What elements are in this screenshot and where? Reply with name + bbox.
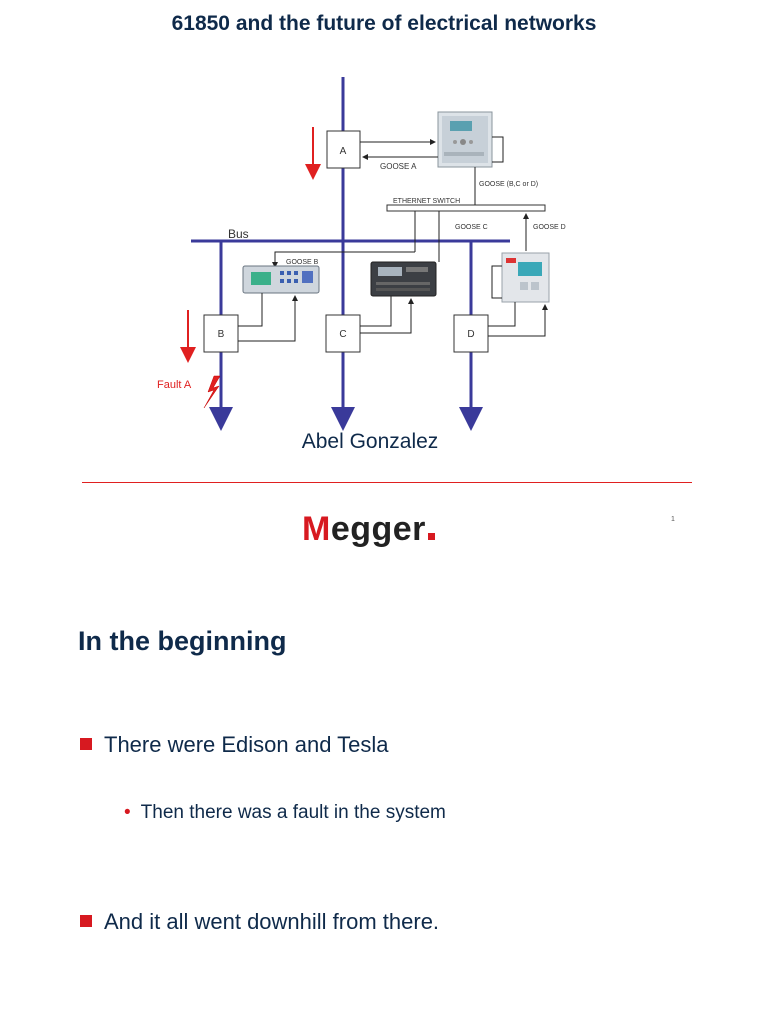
goose-bcd-label: GOOSE (B,C or D): [479, 181, 538, 188]
goose-c-label: GOOSE C: [455, 224, 488, 231]
protection-diagram: Bus A B C D GOOSE A ETHERNET SWITCH GOOS…: [157, 77, 566, 431]
relay-d-wire-2: [488, 304, 548, 337]
goose-d-label: GOOSE D: [533, 224, 566, 231]
logo-mark-icon: [427, 533, 435, 540]
square-bullet-icon: [80, 915, 92, 927]
bullet-text: And it all went downhill from there.: [104, 909, 440, 934]
relay-b-wire-2: [238, 295, 298, 342]
dot-bullet-icon: •: [124, 802, 131, 823]
breaker-d-label: D: [467, 329, 474, 340]
bus-label: Bus: [228, 227, 249, 241]
breaker-a: [326, 130, 361, 169]
relay-c-icon: [370, 261, 437, 297]
relay-a-icon: [437, 111, 493, 168]
goose-b-label: GOOSE B: [286, 259, 319, 266]
author-name: Abel Gonzalez: [301, 430, 439, 453]
breaker-b-label: B: [218, 329, 225, 340]
page-number: 1: [671, 516, 675, 523]
bullet-text: There were Edison and Tesla: [104, 732, 389, 757]
bullet-item: And it all went downhill from there.: [80, 909, 439, 935]
switch-label: ETHERNET SWITCH: [393, 198, 460, 205]
slide-title: 61850 and the future of electrical netwo…: [171, 12, 597, 35]
relay-c-wire-1: [360, 296, 392, 327]
relay-d-icon: [501, 252, 550, 303]
logo-initial: M: [302, 510, 331, 548]
slide-divider: [82, 482, 692, 483]
breaker-c-label: C: [339, 329, 346, 340]
sub-bullet-item: • Then there was a fault in the system: [124, 802, 446, 824]
goose-b-wire: [272, 251, 415, 268]
megger-logo: Megger: [302, 510, 435, 549]
fault-label: Fault A: [157, 379, 192, 391]
breaker-b: [203, 314, 239, 353]
relay-d-wire-1: [488, 302, 516, 327]
logo-rest: egger: [330, 510, 426, 548]
relay-a-wire: [492, 136, 504, 163]
breaker-d: [453, 314, 489, 353]
relay-b-icon: [242, 265, 320, 294]
section-heading: In the beginning: [78, 626, 287, 656]
relay-d-side-wire: [491, 265, 502, 299]
relay-b-wire-1: [238, 293, 263, 327]
breaker-c: [325, 314, 361, 353]
relay-c-wire-2: [360, 298, 414, 334]
sub-bullet-text: Then there was a fault in the system: [140, 802, 446, 823]
ethernet-switch: [386, 204, 546, 212]
breaker-a-label: A: [340, 146, 347, 157]
bullet-item: There were Edison and Tesla: [80, 732, 389, 758]
square-bullet-icon: [80, 738, 92, 750]
lightning-icon: [203, 375, 221, 409]
goose-a-label: GOOSE A: [380, 162, 417, 171]
